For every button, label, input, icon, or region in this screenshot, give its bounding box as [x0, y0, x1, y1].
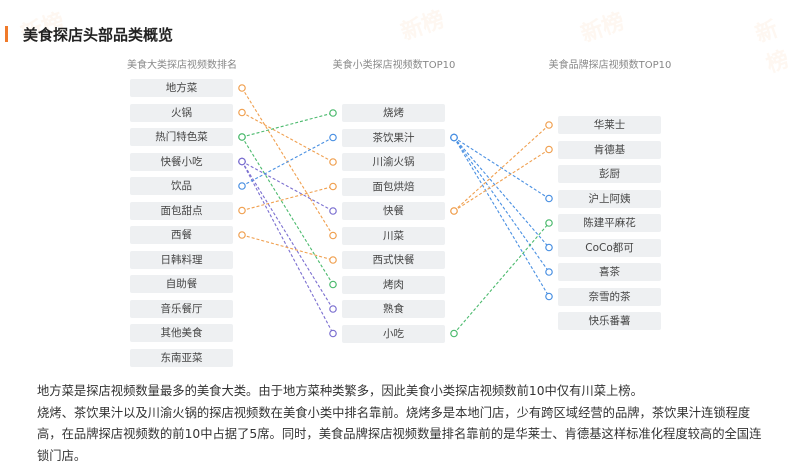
- link-endpoint: [239, 158, 245, 164]
- link-endpoint: [330, 306, 336, 312]
- link-endpoint: [330, 183, 336, 189]
- link-endpoint: [546, 244, 552, 250]
- link-line: [454, 150, 549, 212]
- link-endpoint: [451, 134, 457, 140]
- link-endpoint: [239, 109, 245, 115]
- link-endpoint: [546, 293, 552, 299]
- link-line: [242, 137, 333, 285]
- link-endpoint: [451, 208, 457, 214]
- link-endpoint: [330, 281, 336, 287]
- link-line: [454, 138, 549, 273]
- link-line: [454, 223, 549, 334]
- link-endpoint: [330, 134, 336, 140]
- link-endpoint: [330, 232, 336, 238]
- link-endpoint: [239, 183, 245, 189]
- link-line: [242, 113, 333, 137]
- link-line: [242, 187, 333, 211]
- link-line: [242, 138, 333, 187]
- link-line: [242, 162, 333, 310]
- link-endpoint: [546, 122, 552, 128]
- link-endpoint: [546, 220, 552, 226]
- link-line: [454, 138, 549, 297]
- link-endpoint: [239, 85, 245, 91]
- summary-paragraph-2: 烧烤、茶饮果汁以及川渝火锅的探店视频数在美食小类中排名靠前。烧烤多是本地门店，少…: [37, 403, 767, 467]
- summary-text: 地方菜是探店视频数量最多的美食大类。由于地方菜种类繁多，因此美食小类探店视频数前…: [37, 381, 767, 467]
- link-line: [454, 138, 549, 199]
- link-line: [242, 162, 333, 212]
- link-line: [454, 138, 549, 248]
- link-endpoint: [546, 195, 552, 201]
- link-endpoint: [546, 146, 552, 152]
- link-endpoint: [239, 134, 245, 140]
- link-endpoint: [330, 330, 336, 336]
- link-endpoint: [546, 269, 552, 275]
- link-endpoint: [330, 257, 336, 263]
- link-endpoint: [451, 330, 457, 336]
- summary-paragraph-1: 地方菜是探店视频数量最多的美食大类。由于地方菜种类繁多，因此美食小类探店视频数前…: [37, 381, 767, 403]
- link-endpoint: [330, 208, 336, 214]
- link-endpoint: [239, 207, 245, 213]
- link-line: [242, 235, 333, 260]
- link-endpoint: [239, 232, 245, 238]
- link-endpoint: [330, 110, 336, 116]
- link-endpoint: [330, 159, 336, 165]
- link-line: [242, 113, 333, 163]
